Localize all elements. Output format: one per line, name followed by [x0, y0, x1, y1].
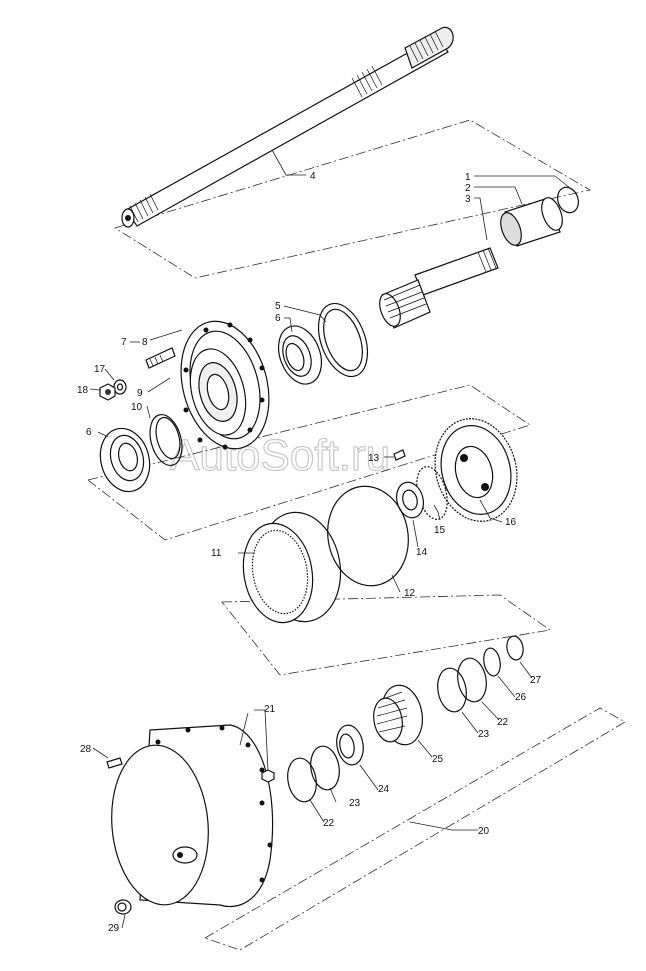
bushing-2	[500, 197, 563, 247]
label-18: 18	[77, 385, 89, 396]
label-13: 13	[368, 453, 380, 464]
label-23-left: 23	[349, 798, 361, 809]
label-27: 27	[530, 675, 542, 686]
label-20: 20	[478, 826, 490, 837]
label-10: 10	[131, 402, 143, 413]
screw-13	[393, 449, 406, 461]
bearing-24	[336, 724, 364, 766]
wheel-stud-8	[145, 347, 176, 369]
label-17: 17	[94, 364, 106, 375]
bearing-cone-6-lower	[99, 427, 151, 493]
label-16: 16	[505, 517, 517, 528]
label-12: 12	[404, 588, 416, 599]
label-4: 4	[310, 171, 316, 182]
washer-26	[483, 647, 501, 677]
washer-17	[113, 379, 127, 395]
ring-23-left	[310, 745, 340, 791]
planetary-housing-20	[111, 724, 274, 908]
label-22-right: 22	[497, 717, 509, 728]
label-6-lower: 6	[86, 427, 92, 438]
group-outline-housing	[204, 707, 626, 951]
nut-18	[99, 383, 116, 401]
seal-ring-5	[317, 302, 369, 378]
wheel-hub-7	[180, 320, 270, 450]
plug-29	[114, 899, 132, 915]
snap-ring-1	[557, 186, 579, 214]
snap-ring-22-right	[457, 657, 487, 703]
bearing-14	[396, 481, 424, 519]
leader-lines	[89, 149, 576, 929]
planet-carrier-16	[434, 418, 518, 522]
label-21: 21	[264, 704, 276, 715]
label-28: 28	[80, 744, 92, 755]
label-26: 26	[515, 692, 527, 703]
sun-gear-shaft-3	[379, 247, 499, 329]
oring-10	[149, 413, 183, 467]
label-24: 24	[378, 784, 390, 795]
label-15: 15	[434, 525, 446, 536]
label-22-left: 22	[323, 818, 335, 829]
watermark: AutoSoft.ru	[170, 431, 390, 480]
ring-23-right	[437, 667, 467, 713]
bolt-28	[106, 757, 123, 769]
bearing-cone-6-upper	[277, 325, 323, 385]
snap-ring-12	[327, 485, 409, 587]
label-29: 29	[108, 923, 120, 934]
label-11: 11	[211, 548, 222, 559]
ring-gear-11	[242, 511, 342, 624]
axle-shaft	[121, 26, 454, 228]
label-25: 25	[432, 754, 444, 765]
group-outline-shaft	[114, 119, 592, 279]
label-23-right: 23	[478, 729, 490, 740]
snap-ring-22-left	[287, 757, 317, 803]
label-2: 2	[465, 183, 471, 194]
label-9: 9	[137, 388, 143, 399]
label-8: 8	[142, 337, 148, 348]
part-labels: 4 1 2 3 5 6 7 8 17 18 9 10 6 13 16 15 14…	[77, 171, 542, 934]
snap-ring-27	[506, 635, 524, 661]
label-14: 14	[416, 547, 428, 558]
gear-25	[373, 684, 423, 746]
label-6-upper: 6	[275, 313, 281, 324]
thrust-washer-15	[416, 466, 448, 520]
label-7: 7	[121, 337, 127, 348]
label-5: 5	[275, 301, 281, 312]
group-outline-ring	[221, 594, 552, 676]
label-1: 1	[465, 172, 471, 183]
plug-21	[261, 769, 275, 783]
label-3: 3	[465, 194, 471, 205]
